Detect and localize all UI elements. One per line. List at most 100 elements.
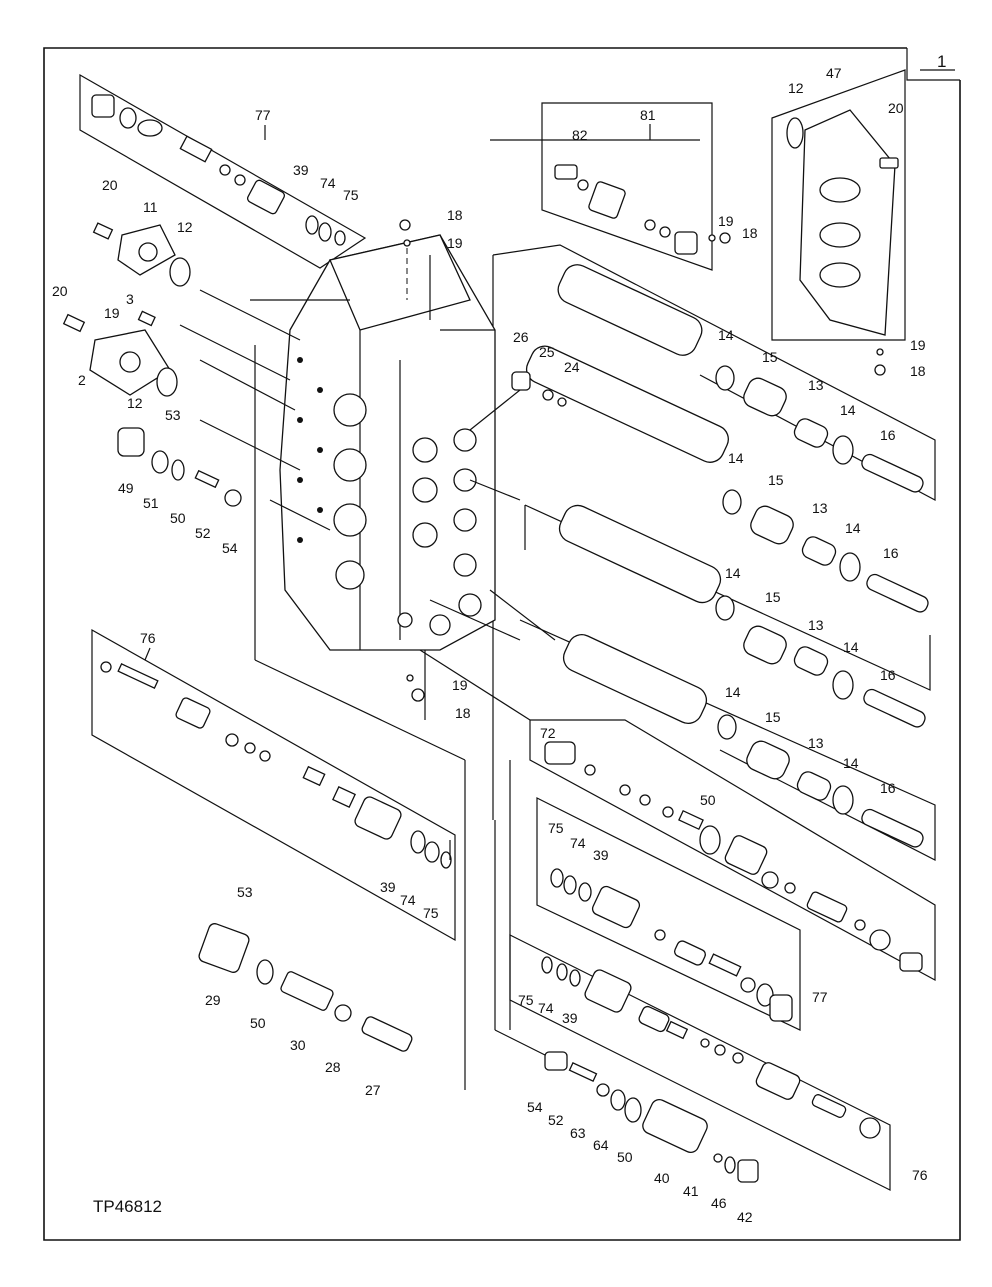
callout: 50 xyxy=(617,1149,633,1165)
callout: 12 xyxy=(177,219,193,235)
callout: 14 xyxy=(840,402,856,418)
cartridge-76-left xyxy=(100,661,452,869)
callout: 25 xyxy=(539,344,555,360)
group-label-72: 72 xyxy=(540,725,556,741)
callout: 16 xyxy=(880,427,896,443)
callout: 20 xyxy=(52,283,68,299)
callout: 46 xyxy=(711,1195,727,1211)
callout: 18 xyxy=(910,363,926,379)
callout: 19 xyxy=(104,305,120,321)
callout: 51 xyxy=(143,495,159,511)
assembly-lines xyxy=(179,255,556,1090)
relief-valve-72 xyxy=(544,741,923,972)
callout: 52 xyxy=(195,525,211,541)
spool-row-2 xyxy=(525,345,929,613)
callout: 14 xyxy=(725,565,741,581)
callout: 13 xyxy=(812,500,828,516)
group-box-76-left xyxy=(91,628,456,942)
callout: 54 xyxy=(527,1099,543,1115)
callout: 19 xyxy=(910,337,926,353)
callout: 14 xyxy=(845,520,861,536)
item-number-label: 1 xyxy=(937,52,946,71)
group-label-77-mid: 77 xyxy=(812,989,828,1005)
callout: 41 xyxy=(683,1183,699,1199)
callout: 13 xyxy=(808,377,824,393)
callout: 18 xyxy=(742,225,758,241)
callout: 27 xyxy=(365,1082,381,1098)
callout: 3 xyxy=(126,291,134,307)
callout: 19 xyxy=(452,677,468,693)
relief-valve-81 xyxy=(554,164,698,255)
cover-47 xyxy=(786,109,899,336)
callout: 24 xyxy=(564,359,580,375)
callout: 29 xyxy=(205,992,221,1008)
callout: 75 xyxy=(548,820,564,836)
bolts-18-19 xyxy=(399,219,886,702)
callout: 39 xyxy=(380,879,396,895)
callout: 52 xyxy=(548,1112,564,1128)
callout: 12 xyxy=(788,80,804,96)
spool-row-4 xyxy=(562,634,924,848)
outer-frame xyxy=(43,47,961,1241)
group-label-76-bottom: 76 xyxy=(912,1167,928,1183)
callout: 28 xyxy=(325,1059,341,1075)
valve-body xyxy=(279,234,496,651)
callout: 64 xyxy=(593,1137,609,1153)
callout: 15 xyxy=(765,589,781,605)
callout: 14 xyxy=(718,327,734,343)
callout: 75 xyxy=(518,992,534,1008)
group-box-72 xyxy=(529,719,936,982)
callout: 75 xyxy=(423,905,439,921)
group-label-47: 47 xyxy=(826,65,842,81)
callout: 50 xyxy=(250,1015,266,1031)
group-label-81: 81 xyxy=(640,107,656,123)
callout: 20 xyxy=(102,177,118,193)
callout: 14 xyxy=(843,639,859,655)
callout: 53 xyxy=(165,407,181,423)
callout: 53 xyxy=(237,884,253,900)
flange-2 xyxy=(62,310,178,397)
spool-row-1 xyxy=(557,264,924,493)
plug-26-assembly xyxy=(511,371,567,407)
cartridge-29 xyxy=(198,923,413,1052)
callout: 75 xyxy=(343,187,359,203)
callout: 18 xyxy=(455,705,471,721)
group-box-47 xyxy=(771,69,906,341)
group-box-81 xyxy=(541,102,713,271)
callout: 13 xyxy=(808,735,824,751)
callout: 39 xyxy=(562,1010,578,1026)
group-box-77-top xyxy=(79,73,367,269)
callout: 74 xyxy=(400,892,416,908)
callout: 19 xyxy=(718,213,734,229)
callout: 16 xyxy=(883,545,899,561)
plug-49-assembly xyxy=(117,427,242,507)
group-box-77-mid xyxy=(536,797,801,1031)
callout: 63 xyxy=(570,1125,586,1141)
callout: 11 xyxy=(143,199,158,215)
callout: 74 xyxy=(538,1000,554,1016)
callout: 30 xyxy=(290,1037,306,1053)
callout: 74 xyxy=(570,835,586,851)
callout: 13 xyxy=(808,617,824,633)
callout: 49 xyxy=(118,480,134,496)
callout: 39 xyxy=(293,162,309,178)
callout-labels: 77 39 74 75 20 11 12 20 3 19 2 12 53 49 … xyxy=(52,65,928,1225)
callout: 14 xyxy=(843,755,859,771)
callout: 19 xyxy=(447,235,463,251)
callout: 40 xyxy=(654,1170,670,1186)
callout: 12 xyxy=(127,395,143,411)
cartridge-76-bottom xyxy=(541,956,881,1139)
group-label-77-top: 77 xyxy=(255,107,271,123)
callout: 14 xyxy=(725,684,741,700)
callout: 20 xyxy=(888,100,904,116)
callout: 16 xyxy=(880,780,896,796)
flange-11 xyxy=(92,222,191,287)
callout: 82 xyxy=(572,127,588,143)
figure-reference: TP46812 xyxy=(93,1197,162,1216)
callout: 74 xyxy=(320,175,336,191)
callout: 26 xyxy=(513,329,529,345)
callout: 18 xyxy=(447,207,463,223)
callout: 15 xyxy=(768,472,784,488)
callout: 2 xyxy=(78,372,86,388)
callout: 16 xyxy=(880,667,896,683)
